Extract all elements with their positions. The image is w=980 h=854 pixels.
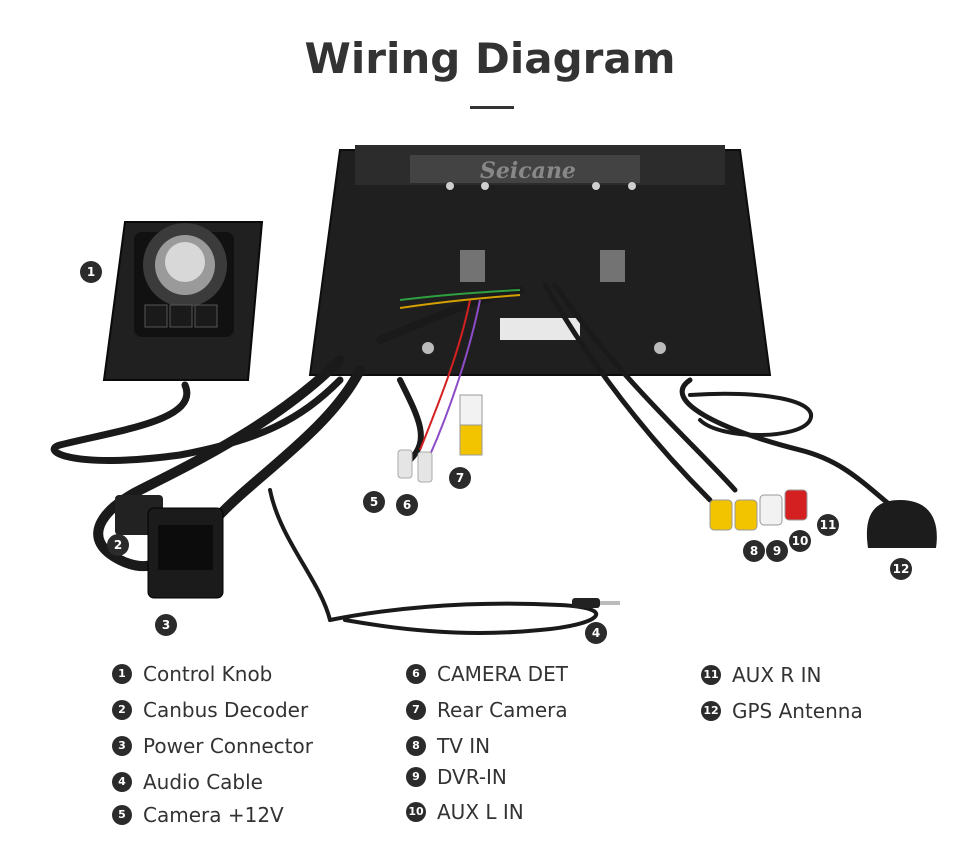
- callout-2: 2: [107, 534, 129, 556]
- wiring-diagram-illustration: Seicane: [50, 145, 937, 635]
- callout-9: 9: [766, 540, 788, 562]
- legend-number: 12: [701, 701, 721, 721]
- callout-7: 7: [449, 467, 471, 489]
- legend-number: 2: [112, 700, 132, 720]
- legend-number: 4: [112, 772, 132, 792]
- legend-item: 6 CAMERA DET: [406, 662, 568, 686]
- legend-item: 9 DVR-IN: [406, 765, 507, 789]
- legend-item: 4 Audio Cable: [112, 770, 263, 794]
- rear-camera-rca: [459, 394, 483, 456]
- legend-item: 12 GPS Antenna: [701, 699, 863, 723]
- legend-label: AUX L IN: [437, 800, 524, 824]
- callout-5: 5: [363, 491, 385, 513]
- legend-label: Audio Cable: [143, 770, 263, 794]
- legend-label: TV IN: [437, 734, 491, 758]
- legend-item: 7 Rear Camera: [406, 698, 568, 722]
- legend-number: 8: [406, 736, 426, 756]
- legend-item: 10 AUX L IN: [406, 800, 524, 824]
- callout-1: 1: [80, 261, 102, 283]
- legend-item: 5 Camera +12V: [112, 803, 284, 827]
- camera-12v-plug: [397, 449, 413, 479]
- callout-10: 10: [789, 530, 811, 552]
- power-connector: [147, 507, 224, 599]
- legend-label: CAMERA DET: [437, 662, 568, 686]
- legend-item: 11 AUX R IN: [701, 663, 822, 687]
- legend-number: 1: [112, 664, 132, 684]
- legend-label: GPS Antenna: [732, 699, 863, 723]
- callout-3: 3: [155, 614, 177, 636]
- title-underline: [470, 106, 514, 109]
- legend-label: Camera +12V: [143, 803, 284, 827]
- callout-12: 12: [890, 558, 912, 580]
- legend-item: 1 Control Knob: [112, 662, 272, 686]
- legend-label: Rear Camera: [437, 698, 568, 722]
- camera-det-plug: [417, 451, 433, 483]
- page-title: Wiring Diagram: [304, 34, 676, 83]
- legend-label: Power Connector: [143, 734, 313, 758]
- control-knob: [102, 221, 264, 381]
- rca-cluster: [709, 489, 808, 531]
- callout-11: 11: [817, 514, 839, 536]
- callout-4: 4: [585, 622, 607, 644]
- callout-6: 6: [396, 494, 418, 516]
- legend-label: Control Knob: [143, 662, 273, 686]
- legend-label: AUX R IN: [732, 663, 822, 687]
- legend-label: Canbus Decoder: [143, 698, 309, 722]
- legend-number: 3: [112, 736, 132, 756]
- legend-item: 8 TV IN: [406, 734, 490, 758]
- legend-number: 10: [406, 802, 426, 822]
- legend-number: 9: [406, 767, 426, 787]
- legend-label: DVR-IN: [437, 765, 507, 789]
- callout-8: 8: [743, 540, 765, 562]
- legend-item: 3 Power Connector: [112, 734, 313, 758]
- audio-jack: [572, 598, 620, 608]
- legend-number: 5: [112, 805, 132, 825]
- legend-number: 7: [406, 700, 426, 720]
- gps-antenna: [866, 500, 937, 548]
- legend-number: 6: [406, 664, 426, 684]
- legend-number: 11: [701, 665, 721, 685]
- brand-logo: Seicane: [480, 158, 576, 184]
- legend-item: 2 Canbus Decoder: [112, 698, 308, 722]
